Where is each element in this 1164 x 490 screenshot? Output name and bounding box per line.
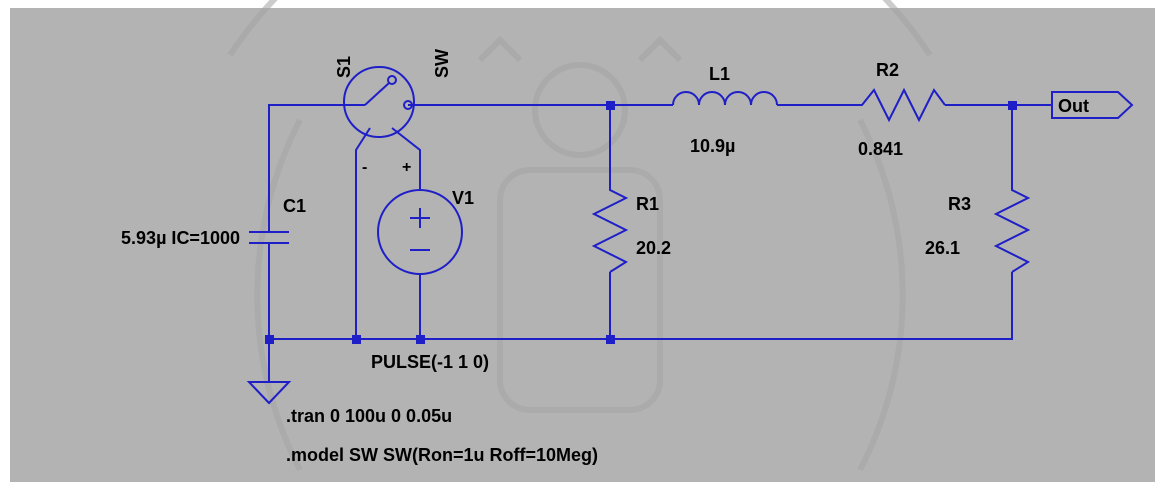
resistor-r2[interactable]: R2 0.841 — [850, 60, 946, 159]
c1-name-label: C1 — [283, 196, 306, 216]
r1-value-label: 20.2 — [636, 238, 671, 258]
wire-switch-plus — [391, 127, 421, 178]
voltage-source-v1[interactable]: V1 PULSE(-1 1 0) — [371, 178, 489, 372]
junction-dot — [606, 101, 615, 110]
junction-dot — [352, 335, 361, 344]
junction-dot — [1008, 101, 1017, 110]
net-label-out[interactable]: Out — [1051, 91, 1134, 119]
junction-dot — [416, 335, 425, 344]
wire-c1-top — [268, 104, 350, 232]
s1-name-label: S1 — [334, 56, 354, 78]
l1-value-label: 10.9µ — [690, 136, 735, 156]
r2-value-label: 0.841 — [858, 139, 903, 159]
directive-model[interactable]: .model SW SW(Ron=1u Roff=10Meg) — [286, 445, 598, 465]
r3-value-label: 26.1 — [925, 238, 960, 258]
s1-plus-label: + — [402, 159, 411, 176]
wires — [268, 104, 1052, 378]
junctions — [265, 101, 1017, 344]
spice-directives: .tran 0 100u 0 0.05u .model SW SW(Ron=1u… — [286, 406, 598, 465]
s1-minus-label: - — [362, 159, 367, 176]
v1-value-label: PULSE(-1 1 0) — [371, 352, 489, 372]
directive-tran[interactable]: .tran 0 100u 0 0.05u — [286, 406, 452, 426]
switch-s1[interactable]: - + S1 SW — [334, 49, 452, 176]
net-label-out-text: Out — [1058, 96, 1089, 116]
ground-icon[interactable] — [246, 378, 292, 405]
editor-background — [10, 8, 1155, 482]
junction-dot — [606, 335, 615, 344]
university-seal-watermark-icon — [227, 0, 933, 472]
r2-name-label: R2 — [876, 60, 899, 80]
c1-value-label: 5.93µ IC=1000 — [121, 228, 240, 248]
r3-name-label: R3 — [948, 194, 971, 214]
wire-r3-to-ground — [269, 272, 1013, 340]
v1-name-label: V1 — [452, 188, 474, 208]
s1-model-label: SW — [432, 49, 452, 78]
resistor-r3[interactable]: R3 26.1 — [925, 178, 1031, 273]
resistor-r1[interactable]: R1 20.2 — [591, 178, 671, 273]
capacitor-c1[interactable]: C1 5.93µ IC=1000 — [121, 196, 306, 248]
wire-switch-minus — [355, 127, 371, 339]
junction-dot — [265, 335, 274, 344]
l1-name-label: L1 — [709, 64, 730, 84]
inductor-l1[interactable]: L1 10.9µ — [672, 64, 778, 156]
r1-name-label: R1 — [636, 194, 659, 214]
